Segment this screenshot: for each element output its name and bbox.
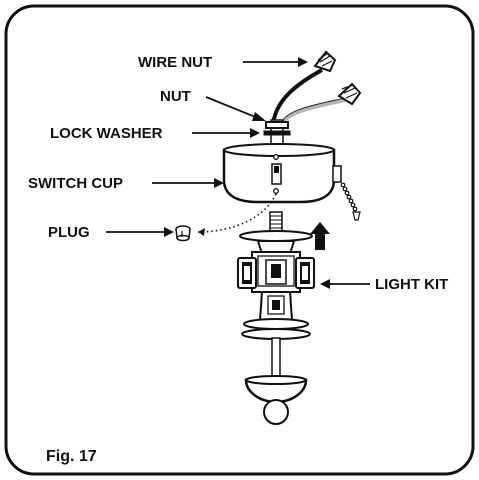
switch-cup <box>222 143 342 204</box>
light-kit <box>237 211 315 425</box>
label-wire-nut: WIRE NUT <box>138 54 212 71</box>
pull-switch <box>271 163 282 185</box>
label-lock-washer: LOCK WASHER <box>50 125 163 142</box>
label-switch-cup: SWITCH CUP <box>28 175 123 192</box>
label-light-kit: LIGHT KIT <box>375 276 448 293</box>
label-plug: PLUG <box>48 224 90 241</box>
pull-chain <box>340 182 361 221</box>
leader-lines <box>106 57 370 289</box>
figure-caption: Fig. 17 <box>46 448 97 465</box>
lock-washer <box>263 130 291 136</box>
figure-frame <box>4 4 475 476</box>
wire-nut-gray <box>337 82 362 106</box>
wire-nut-black <box>313 50 337 73</box>
label-nut: NUT <box>160 88 191 105</box>
up-arrow <box>310 222 330 250</box>
plug <box>175 225 191 242</box>
nut <box>265 121 289 129</box>
